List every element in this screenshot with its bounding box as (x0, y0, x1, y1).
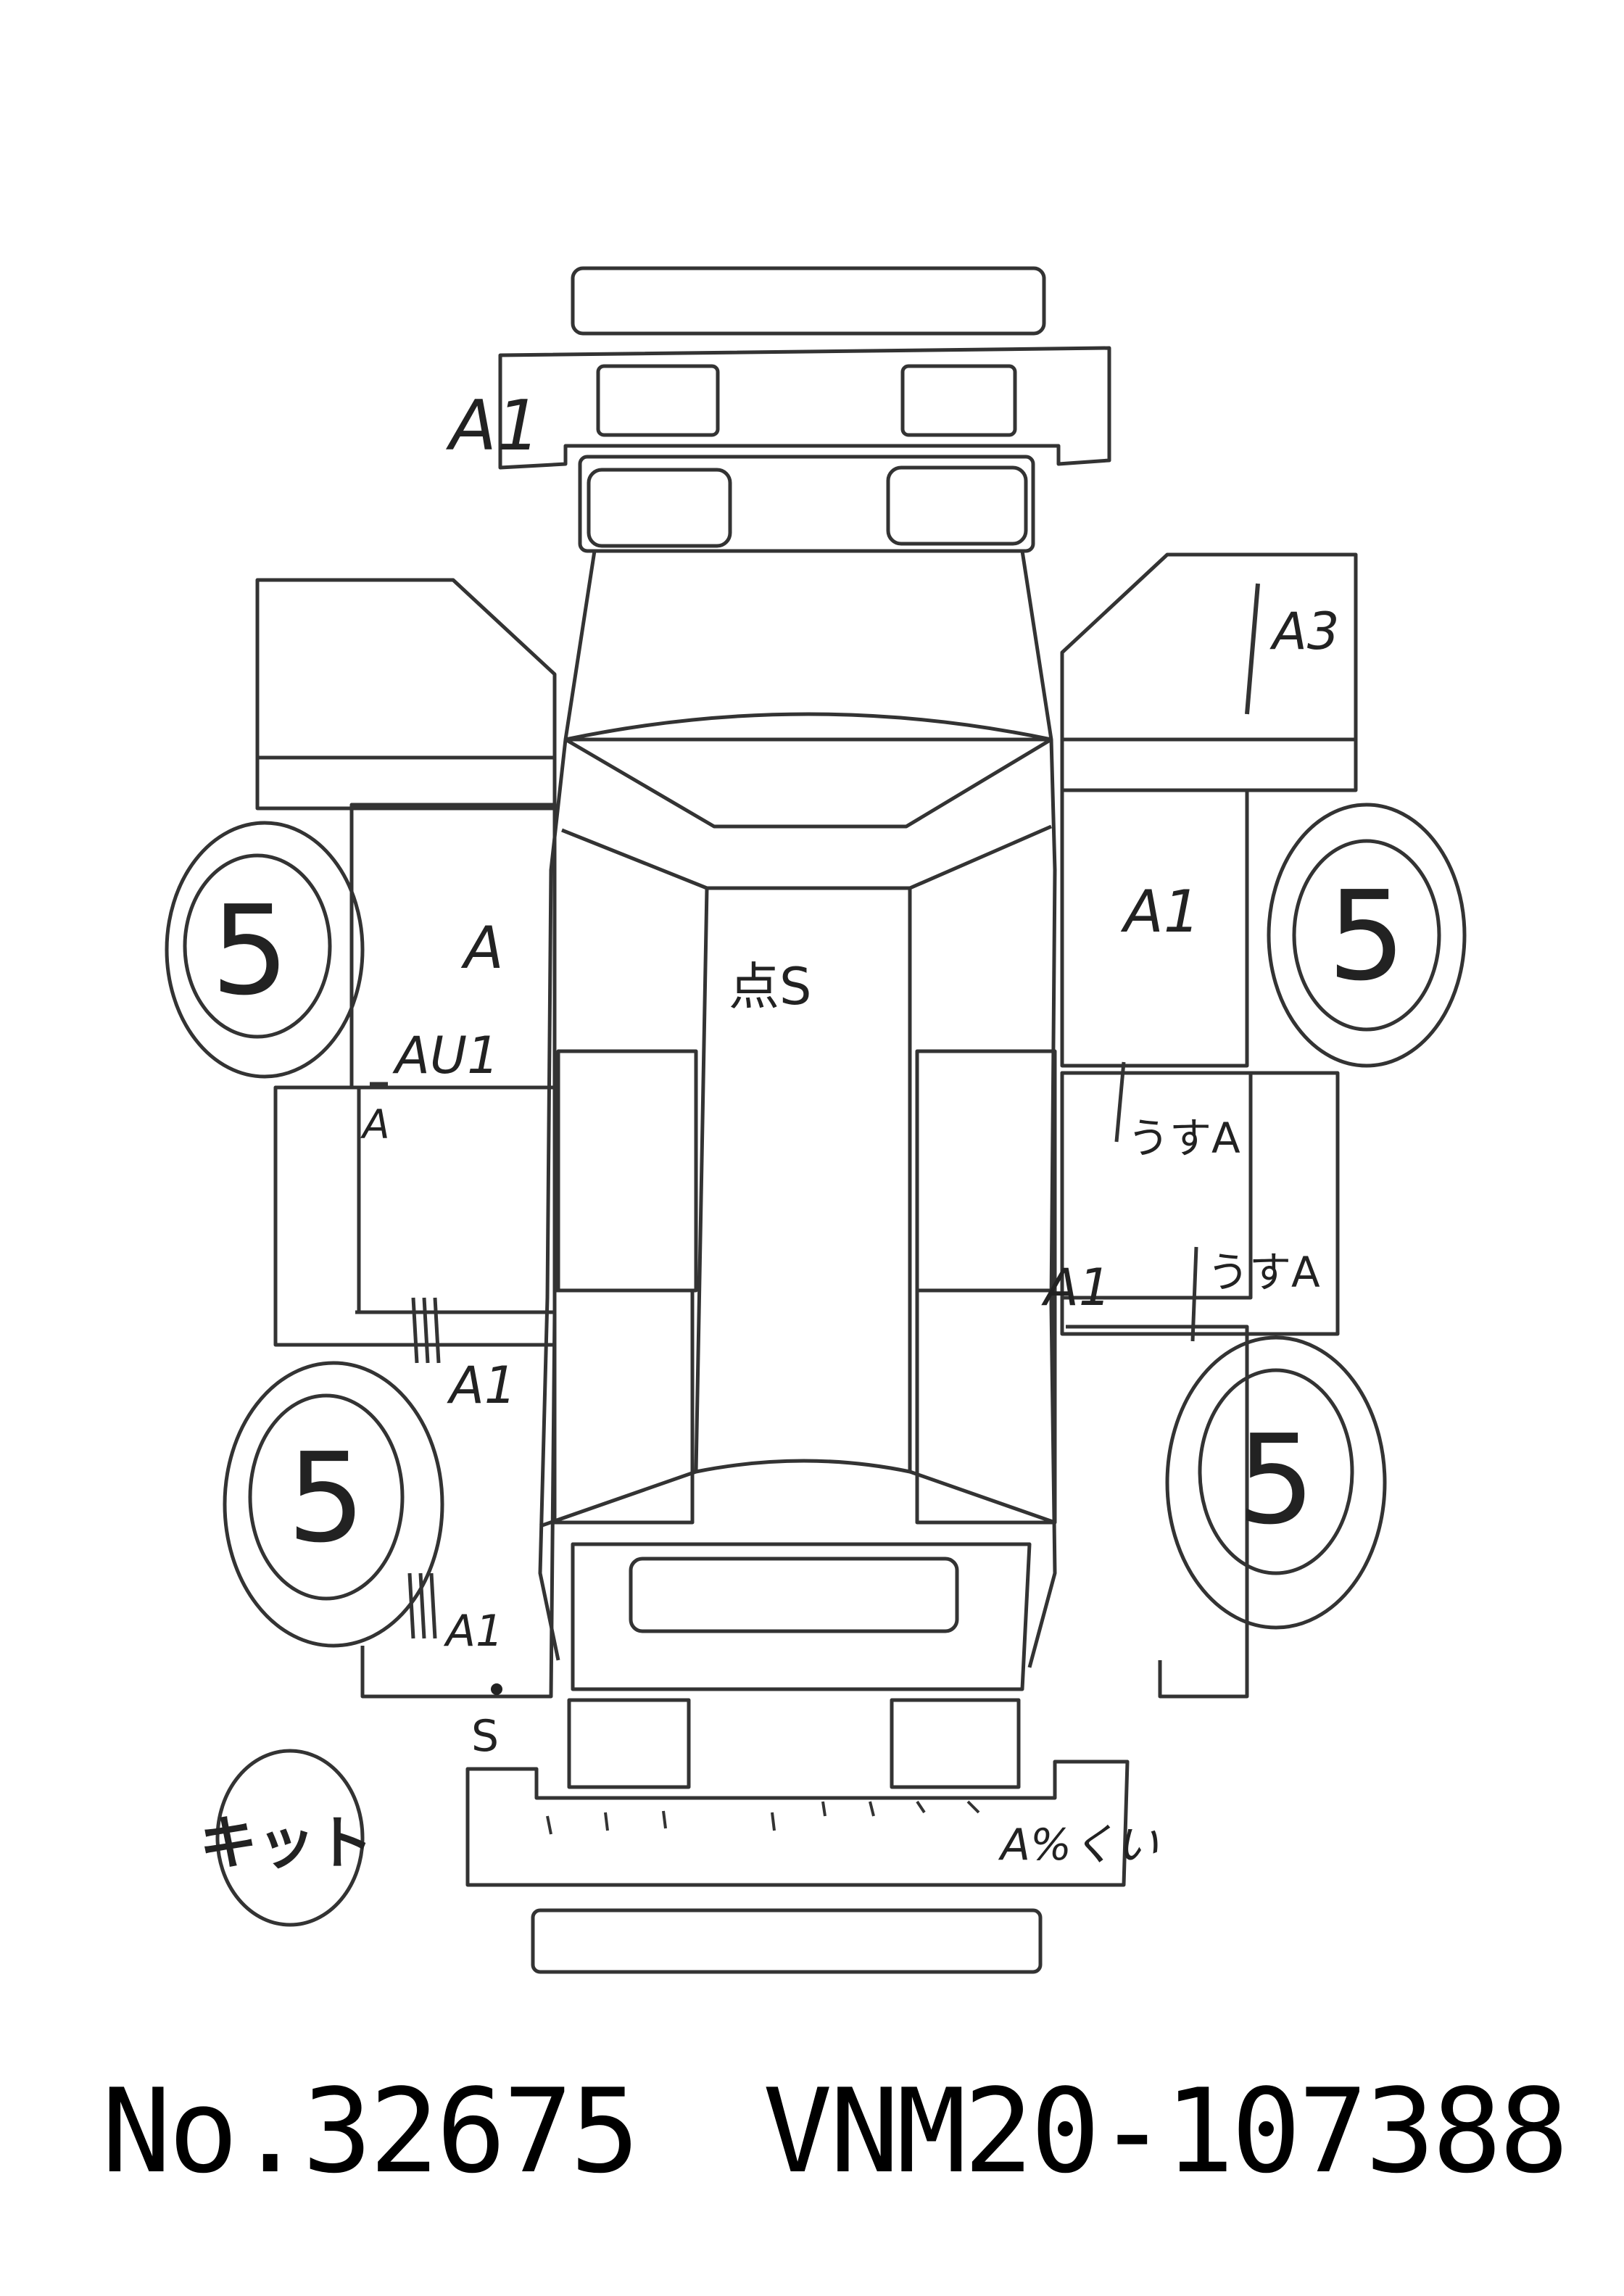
annotation-right-front-fender: A3 (1269, 602, 1339, 661)
right-rear-mark (1190, 1246, 1198, 1342)
right-rear-door (915, 1288, 1057, 1525)
chassis-number: VNM20-107388 (763, 2063, 1569, 2199)
windshield-curve (565, 712, 1052, 742)
annotation-right-rear-quarter: うすA (1207, 1248, 1320, 1297)
annotation-right-front-door: A1 (1120, 878, 1201, 945)
rear-right-light (890, 1698, 1021, 1789)
tire-front-right-outer (1267, 803, 1467, 1068)
roof (564, 737, 1053, 829)
left-rear-tick-marks (407, 1297, 441, 1639)
right-pillar-rear (909, 1470, 1056, 1525)
tire-rear-left-inner (248, 1393, 405, 1601)
fender-scratch-mark (1245, 583, 1260, 715)
lot-number: No.32675 (102, 2063, 640, 2199)
tire-rear-left-outer (223, 1361, 444, 1648)
body-right-side (1027, 739, 1057, 1668)
annotation-left-front-door-lower: AU1 (392, 1026, 500, 1085)
tire-score-rear-left: 5 (287, 1427, 365, 1570)
right-front-door (915, 1049, 1057, 1293)
annotation-roof: 点S (729, 957, 811, 1016)
annotation-left-rear-quarter: A1 (443, 1606, 503, 1657)
right-front-fender-lower (1060, 737, 1358, 792)
left-front-fender-lower (255, 755, 557, 811)
annotation-rear-bumper: A%くい (998, 1820, 1159, 1870)
left-rear-quarter (355, 1310, 557, 1699)
right-pillar-mark (1114, 1061, 1126, 1143)
kit-stamp: キット (199, 1810, 373, 1877)
right-step-inner (1060, 1071, 1253, 1300)
front-right-light (900, 364, 1017, 437)
rear-gate (571, 1542, 1032, 1691)
annotation-left-front-door-upper: A (460, 914, 504, 982)
rear-bumper (465, 1760, 1130, 1887)
rear-window (629, 1557, 959, 1633)
tire-score-front-right: 5 (1327, 865, 1406, 1008)
tire-front-right-inner (1292, 839, 1441, 1032)
right-pillar-front (909, 824, 1052, 890)
left-rear-door (552, 1288, 695, 1525)
front-right-headlight (886, 465, 1028, 546)
tire-rear-right-inner (1198, 1368, 1354, 1575)
front-left-headlight (587, 468, 732, 548)
annotation-right-pillar: うすA (1127, 1114, 1240, 1163)
front-bumper (498, 346, 1111, 470)
rear-left-light (567, 1698, 691, 1789)
annotation-right-rear-door: A1 (1041, 1258, 1111, 1317)
left-rear-corner-dot (491, 1683, 502, 1695)
left-front-door (556, 1049, 698, 1293)
tire-score-rear-right: 5 (1237, 1409, 1315, 1552)
rear-bumper-bar (531, 1908, 1043, 1974)
front-bumper-bar (571, 266, 1046, 336)
annotation-left-step: A (360, 1101, 390, 1148)
left-front-fender (255, 578, 557, 760)
annotation-left-rear-corner: S (471, 1711, 499, 1762)
left-pillar-front (561, 828, 708, 890)
annotation-front-bumper: A1 (445, 386, 540, 466)
left-pillar-rear (539, 1470, 697, 1528)
tire-rear-right-outer (1165, 1335, 1387, 1630)
right-rear-quarter (1066, 1325, 1249, 1699)
right-front-quarter (1060, 788, 1249, 1068)
front-left-light (596, 364, 720, 437)
stamp-circle (215, 1749, 365, 1927)
tire-front-left-outer (165, 821, 365, 1079)
tire-front-left-inner (183, 853, 332, 1039)
rear-bumper-tick-marks (546, 1800, 980, 1835)
annotation-left-rear-door: A1 (447, 1356, 516, 1415)
tire-score-front-left: 5 (211, 879, 289, 1023)
roof-panel (694, 886, 912, 1474)
windshield (563, 549, 1053, 742)
